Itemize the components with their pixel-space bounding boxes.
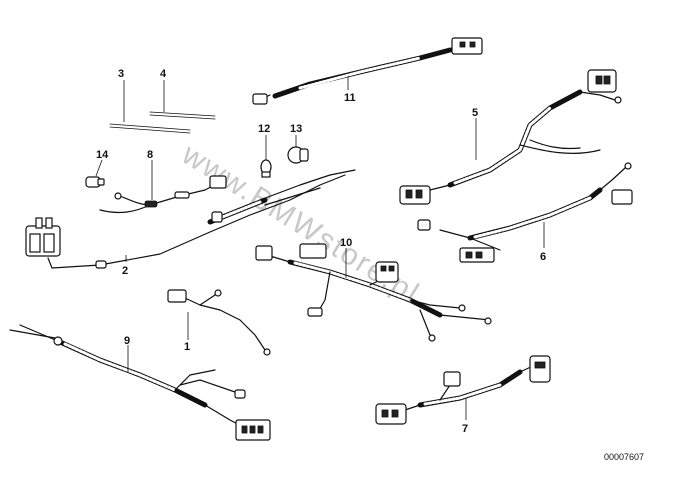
part-14-socket <box>85 176 105 188</box>
part-11-harness <box>252 37 483 105</box>
part-6-harness <box>417 162 633 263</box>
label-part-4: 4 <box>160 68 167 80</box>
label-part-14: 14 <box>96 149 109 161</box>
part-9-harness <box>9 324 271 441</box>
part-10-harness <box>255 243 492 342</box>
catalog-number: 00007607 <box>604 452 644 462</box>
label-part-11: 11 <box>344 92 356 104</box>
label-part-13: 13 <box>290 123 302 135</box>
part-3-4-tubes <box>109 111 216 134</box>
label-part-2: 2 <box>122 265 128 277</box>
label-part-9: 9 <box>124 335 130 347</box>
label-part-8: 8 <box>147 149 153 161</box>
part-7-harness <box>375 355 551 425</box>
part-13-cap <box>287 146 309 164</box>
label-part-5: 5 <box>472 107 478 119</box>
label-part-6: 6 <box>540 251 546 263</box>
label-part-3: 3 <box>118 68 124 80</box>
watermark: www.BMWstore.pl <box>175 137 425 310</box>
label-part-10: 10 <box>340 237 352 249</box>
part-8-wire <box>99 175 227 214</box>
part-12-bulb <box>260 159 272 178</box>
label-part-12: 12 <box>258 123 270 135</box>
label-part-7: 7 <box>462 423 468 435</box>
part-1-wire <box>167 289 271 356</box>
part-5-harness <box>399 69 622 205</box>
label-part-1: 1 <box>184 341 190 353</box>
part-2-harness <box>25 169 356 269</box>
